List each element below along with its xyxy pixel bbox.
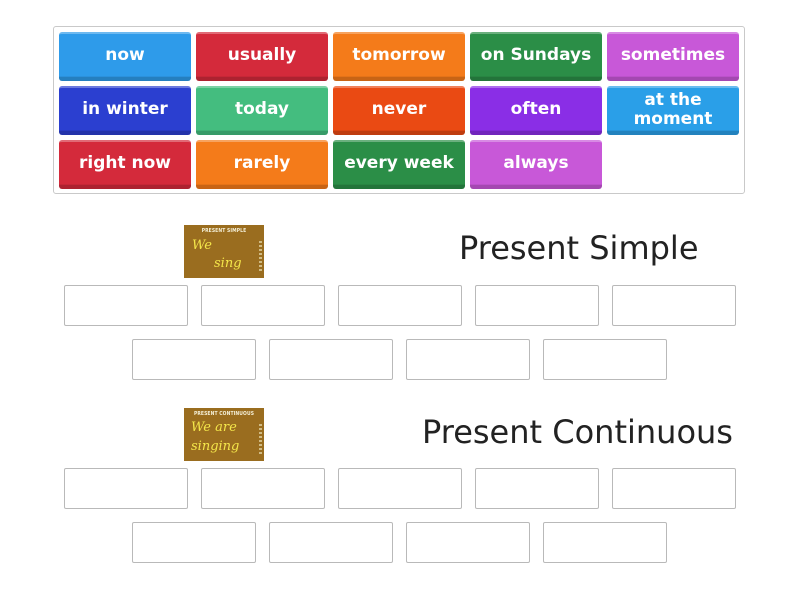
drop-slot[interactable] xyxy=(132,339,256,380)
drop-slot[interactable] xyxy=(64,468,188,509)
thumbnail-watermark xyxy=(259,241,262,271)
word-tile-label: in winter xyxy=(82,99,168,119)
drop-slot[interactable] xyxy=(132,522,256,563)
word-tile[interactable]: in winter xyxy=(59,86,191,135)
word-tile[interactable]: today xyxy=(196,86,328,135)
word-tile[interactable]: never xyxy=(333,86,465,135)
word-tile-label: now xyxy=(105,45,145,65)
word-tile-label: tomorrow xyxy=(352,45,446,65)
thumbnail-text-line2: singing xyxy=(191,439,240,454)
drop-slot[interactable] xyxy=(612,468,736,509)
thumbnail-watermark xyxy=(259,424,262,454)
word-tile-label: always xyxy=(503,153,569,173)
word-tile-label: rarely xyxy=(233,153,291,173)
thumbnail-text-line1: We are xyxy=(191,420,237,435)
drop-slot[interactable] xyxy=(543,339,667,380)
word-tile[interactable]: always xyxy=(470,140,602,189)
word-tile[interactable]: sometimes xyxy=(607,32,739,81)
word-tile-label: often xyxy=(510,99,562,119)
group-title-present-simple: Present Simple xyxy=(459,229,699,267)
word-tile[interactable]: every week xyxy=(333,140,465,189)
word-tile[interactable]: on Sundays xyxy=(470,32,602,81)
word-tile[interactable]: tomorrow xyxy=(333,32,465,81)
present-continuous-image: PRESENT CONTINUOUS We are singing xyxy=(184,408,264,461)
group-title-present-continuous: Present Continuous xyxy=(422,413,733,451)
word-tile-label: every week xyxy=(344,153,454,173)
word-bank: now usually tomorrow on Sundays sometime… xyxy=(53,26,745,194)
thumbnail-text-line2: sing xyxy=(214,256,242,271)
word-tile-label: sometimes xyxy=(620,45,726,65)
word-tile[interactable]: often xyxy=(470,86,602,135)
thumbnail-caption: PRESENT SIMPLE xyxy=(201,228,247,234)
word-tile[interactable]: now xyxy=(59,32,191,81)
word-tile[interactable]: rarely xyxy=(196,140,328,189)
thumbnail-text-line1: We xyxy=(192,238,212,253)
drop-slot[interactable] xyxy=(64,285,188,326)
drop-slot[interactable] xyxy=(406,339,530,380)
word-tile-label: on Sundays xyxy=(480,45,592,65)
drop-slot[interactable] xyxy=(406,522,530,563)
word-tile-label: today xyxy=(234,99,289,119)
drop-slot[interactable] xyxy=(612,285,736,326)
present-simple-image: PRESENT SIMPLE We sing xyxy=(184,225,264,278)
drop-slot[interactable] xyxy=(338,468,462,509)
word-tile-label: usually xyxy=(227,45,297,65)
word-tile-label: at the moment xyxy=(633,89,713,129)
word-tile-label: never xyxy=(371,99,427,119)
word-tile[interactable]: right now xyxy=(59,140,191,189)
word-tile[interactable]: at the moment xyxy=(607,86,739,135)
drop-slot[interactable] xyxy=(543,522,667,563)
word-tile[interactable]: usually xyxy=(196,32,328,81)
word-tile-label: right now xyxy=(78,153,171,173)
drop-slot[interactable] xyxy=(475,468,599,509)
drop-slot[interactable] xyxy=(269,522,393,563)
thumbnail-caption: PRESENT CONTINUOUS xyxy=(193,411,255,417)
drop-slot[interactable] xyxy=(338,285,462,326)
drop-slot[interactable] xyxy=(201,285,325,326)
drop-slot[interactable] xyxy=(269,339,393,380)
drop-slot[interactable] xyxy=(475,285,599,326)
drop-slot[interactable] xyxy=(201,468,325,509)
